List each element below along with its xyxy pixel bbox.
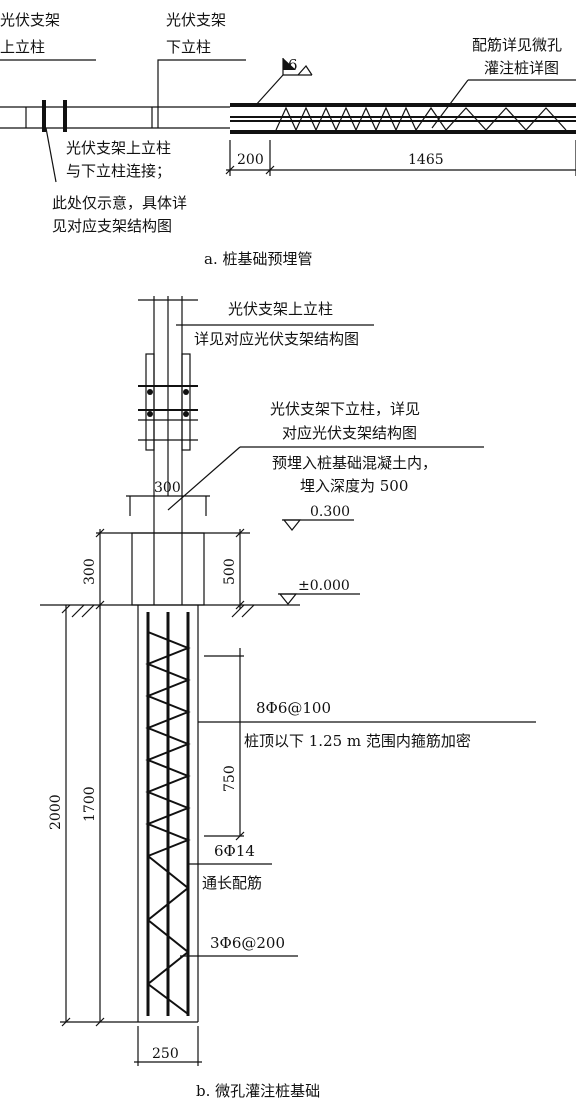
main-bars-spec: 6Φ14: [214, 842, 255, 860]
ground-hatch: [231, 604, 245, 618]
weld-flag-icon: [283, 58, 296, 70]
dim-750-label: 750: [222, 765, 238, 792]
stirrup-zigzag: [275, 106, 567, 132]
weld-leader: [254, 74, 284, 107]
bolt-icon: [147, 389, 153, 395]
pile-cap: [131, 532, 205, 606]
figure-b: 光伏支架上立柱 详见对应光伏支架结构图 光伏支架下立柱，详见 对应光伏支架结构图…: [40, 296, 536, 1100]
main-bars-note: 通长配筋: [202, 874, 262, 892]
dim-tick: [61, 604, 71, 614]
caption-a: a. 桩基础预埋管: [204, 250, 312, 268]
connection-note-line4: 见对应支架结构图: [52, 217, 172, 235]
cap-dim-label: 300: [154, 480, 181, 496]
bolt-icon: [183, 389, 189, 395]
weld-fillet-icon: [297, 65, 313, 76]
weld-size: 6: [288, 56, 298, 74]
dim-300-label: 300: [82, 558, 98, 585]
embed-note-line1: 预埋入桩基础混凝土内，: [272, 454, 437, 472]
ground-hatch: [81, 604, 95, 618]
stirrup-dense-spec: 8Φ6@100: [256, 699, 331, 717]
dim-tick: [235, 831, 245, 841]
connection-note-line1: 光伏支架上立柱: [66, 139, 171, 157]
ground-hatch: [71, 604, 85, 618]
upper-post-ref: 详见对应光伏支架结构图: [194, 330, 359, 348]
lower-post-label-line1: 光伏支架下立柱，详见: [270, 400, 420, 418]
rebar-note-line1: 配筋详见微孔: [472, 36, 562, 54]
flange-bolt-left: [145, 353, 155, 451]
lower-post-label-line2: 对应光伏支架结构图: [282, 424, 417, 442]
connection-note-line3: 此处仅示意，具体详: [52, 194, 187, 212]
stirrup-sparse: [146, 855, 190, 1015]
elev-ground-label: ±0.000: [298, 578, 350, 594]
stirrup-dense: [145, 631, 191, 857]
elev-top-label: 0.300: [310, 504, 350, 520]
flange-bolt-right: [181, 353, 191, 451]
dim-tick: [95, 528, 105, 538]
upper-post-label: 光伏支架上立柱: [228, 300, 333, 318]
dim-tick-a2: [265, 165, 275, 175]
elev-ground-icon: [278, 593, 298, 605]
bolt-icon: [147, 411, 153, 417]
dim-tick: [235, 528, 245, 538]
ground-hatch: [241, 604, 255, 618]
lower-post-label-line1: 光伏支架: [166, 11, 226, 29]
dim-250-label: 250: [152, 1046, 179, 1062]
dim-length-label: 1465: [408, 152, 444, 168]
stirrup-normal-spec: 3Φ6@200: [210, 934, 285, 952]
elev-top-icon: [282, 519, 302, 531]
dim-tick: [235, 600, 245, 610]
dim-tick-a1: [225, 165, 235, 175]
flange-plate-2: [63, 100, 67, 132]
dim-500-label: 500: [222, 558, 238, 585]
connection-note-line2: 与下立柱连接；: [66, 162, 171, 180]
flange-plate-1: [42, 100, 46, 132]
upper-post-label-line1: 光伏支架: [0, 11, 60, 29]
embed-note-line2: 埋入深度为 500: [300, 477, 408, 495]
dim-embed-label: 200: [237, 152, 264, 168]
lower-post-leader-diag: [167, 446, 241, 511]
connection-leader: [45, 127, 57, 183]
dim-2000-label: 2000: [48, 794, 64, 830]
bolt-icon: [183, 411, 189, 417]
figure-a: 光伏支架 上立柱 光伏支架 下立柱 配筋详见微孔 灌注桩详图 6: [0, 11, 576, 268]
rebar-note-line2: 灌注桩详图: [484, 59, 559, 77]
caption-b: b. 微孔灌注桩基础: [196, 1082, 320, 1100]
lower-post-leader: [157, 59, 246, 128]
stirrup-dense-note: 桩顶以下 1.25 m 范围内箍筋加密: [244, 732, 471, 750]
dim-1700-label: 1700: [82, 786, 98, 822]
upper-post-label-line2: 上立柱: [0, 38, 45, 56]
lower-post-label-line2: 下立柱: [166, 38, 211, 56]
